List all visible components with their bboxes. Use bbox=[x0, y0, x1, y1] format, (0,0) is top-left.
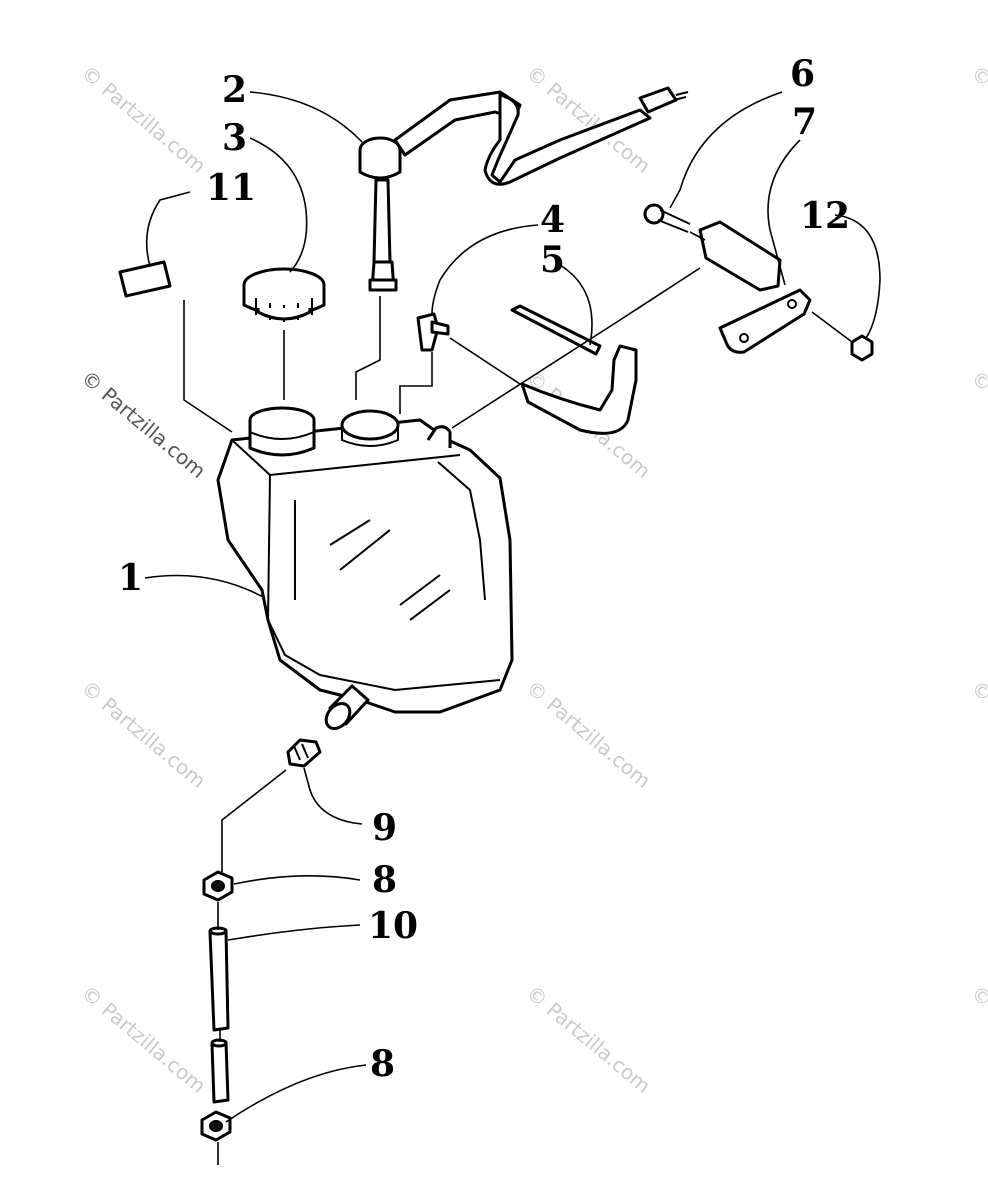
callouts: 1 2 3 11 4 5 6 7 12 9 8 10 8 bbox=[118, 53, 850, 1085]
mounting-bracket[interactable] bbox=[698, 220, 812, 354]
callout-1: 1 bbox=[118, 557, 143, 599]
callout-11: 11 bbox=[206, 167, 256, 209]
watermark: © Partzilla.com bbox=[967, 60, 988, 178]
outlet-fitting[interactable] bbox=[286, 738, 322, 768]
callout-9: 9 bbox=[372, 807, 397, 849]
callout-4: 4 bbox=[540, 199, 565, 241]
oil-level-sensor[interactable] bbox=[358, 86, 689, 292]
watermark: © Partzilla.com bbox=[967, 675, 988, 793]
decal[interactable] bbox=[118, 260, 172, 298]
callout-10: 10 bbox=[368, 905, 418, 947]
callout-7: 7 bbox=[792, 101, 817, 143]
watermark: © Partzilla.com bbox=[77, 365, 211, 483]
nut[interactable] bbox=[850, 334, 874, 362]
hose-clamp[interactable] bbox=[202, 870, 234, 902]
callout-6: 6 bbox=[790, 53, 815, 95]
watermark: © Partzilla.com bbox=[77, 675, 211, 793]
vent-hose[interactable] bbox=[510, 304, 638, 435]
oil-hose[interactable] bbox=[208, 926, 230, 1104]
oil-tank[interactable] bbox=[216, 406, 514, 733]
callout-2: 2 bbox=[222, 69, 247, 111]
callout-8: 8 bbox=[370, 1043, 395, 1085]
bolt[interactable] bbox=[643, 203, 691, 233]
watermark: © Partzilla.com bbox=[77, 980, 211, 1098]
callout-5: 5 bbox=[540, 239, 565, 281]
callout-3: 3 bbox=[222, 117, 247, 159]
hose-clamp[interactable] bbox=[200, 1110, 232, 1142]
watermark: © Partzilla.com bbox=[77, 60, 211, 178]
watermark: © Partzilla.com bbox=[967, 980, 988, 1098]
filler-cap[interactable] bbox=[242, 267, 326, 322]
watermark: © Partzilla.com bbox=[522, 980, 656, 1098]
leader-lines bbox=[144, 91, 881, 1165]
watermark: © Partzilla.com bbox=[522, 675, 656, 793]
elbow-fitting[interactable] bbox=[416, 312, 450, 352]
callout-12: 12 bbox=[800, 195, 850, 237]
callout-8: 8 bbox=[372, 859, 397, 901]
watermark: © Partzilla.com bbox=[967, 365, 988, 483]
